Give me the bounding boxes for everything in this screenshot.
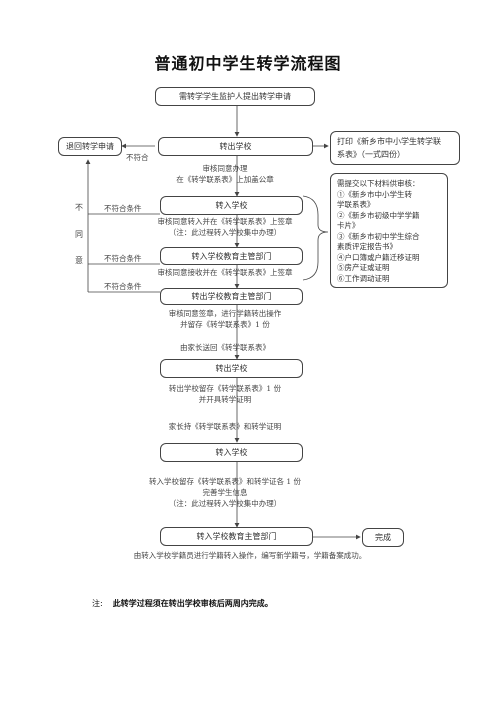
print-form-box: 打印《新乡市中小学生转学联 系表》（一式四份） <box>330 131 460 165</box>
materials-box: 需提交以下材料供审核： ①《新乡市中小学生转 学联系表》 ②《新乡市初级中学学籍… <box>330 173 448 288</box>
step4-line-2: 并留存《转学联系表》1 份 <box>180 320 270 329</box>
not-meet-label-4: 不符合条件 <box>104 282 142 291</box>
transfer-out-bureau-box: 转出学校教育主管部门 <box>160 288 303 305</box>
step8-line-3: （注：此过程转入学校集中办理） <box>168 499 282 508</box>
step1-text: 审核同意办理 在《转学联系表》上加盖公章 <box>150 163 300 185</box>
footnote-text: 此转学过程须在转出学校审核后两周内完成。 <box>112 599 273 608</box>
print-form-line-1: 打印《新乡市中小学生转学联 <box>337 137 441 146</box>
transfer-in-school-box: 转入学校 <box>160 196 303 215</box>
step6-text: 转出学校留存《转学联系表》1 份 并开具转学证明 <box>140 383 310 405</box>
transfer-out-school-box: 转出学校 <box>158 137 313 156</box>
materials-item: ⑤房产证或证明 <box>337 263 390 272</box>
step6-line-1: 转出学校留存《转学联系表》1 份 <box>168 384 282 393</box>
step6-line-2: 并开具转学证明 <box>198 395 252 404</box>
transfer-in-bureau-box-2: 转入学校教育主管部门 <box>160 527 313 546</box>
materials-item: ④户口簿或户籍迁移证明 <box>337 252 420 262</box>
materials-item: ③《新乡市初中学生综合 <box>337 231 420 241</box>
step4-line-1: 审核同意签章，进行学籍转出操作 <box>168 309 282 318</box>
print-form-line-2: 系表》（一式四份） <box>337 150 405 159</box>
step3-text: 审核同意接收并在《转学联系表》上签章 <box>157 268 293 277</box>
step4-text: 审核同意签章，进行学籍转出操作 并留存《转学联系表》1 份 <box>140 308 310 330</box>
complete-box: 完成 <box>362 528 404 547</box>
transfer-in-school-box-2: 转入学校 <box>160 443 303 462</box>
step8-text: 转入学校留存《转学联系表》和转学证各 1 份 完善学生信息 （注：此过程转入学校… <box>120 476 330 509</box>
transfer-in-bureau-box: 转入学校教育主管部门 <box>160 247 303 265</box>
disagree-label-1: 不 <box>75 203 83 212</box>
step9-text: 由转入学校学籍员进行学籍转入操作，编写新学籍号，学籍备案成功。 <box>133 551 367 560</box>
return-application-box: 退回转学申请 <box>58 137 122 156</box>
materials-item: ①《新乡市中小学生转 <box>337 189 412 199</box>
not-meet-label-3: 不符合条件 <box>104 254 142 263</box>
not-meet-label-1: 不符合 <box>126 153 149 162</box>
step2-text: 审核同意转入并在《转学联系表》上签章 （注：此过程转入学校集中办理） <box>140 216 310 238</box>
transfer-out-school-box-2: 转出学校 <box>160 359 303 378</box>
step1-line-1: 审核同意办理 <box>202 164 248 173</box>
not-meet-label-2: 不符合条件 <box>104 204 142 213</box>
materials-item: ②《新乡市初级中学学籍 <box>337 210 420 220</box>
disagree-label-2: 同 <box>75 230 83 239</box>
step5-text: 由家长送回《转学联系表》 <box>180 343 270 352</box>
step8-line-2: 完善学生信息 <box>202 488 248 497</box>
step8-line-1: 转入学校留存《转学联系表》和转学证各 1 份 <box>148 477 302 486</box>
step2-line-1: 审核同意转入并在《转学联系表》上签章 <box>157 217 293 226</box>
materials-heading: 需提交以下材料供审核： <box>337 179 420 188</box>
disagree-label-3: 意 <box>75 256 83 265</box>
materials-item: 学联系表》 <box>337 200 375 209</box>
step7-text: 家长持《转学联系表》和转学证明 <box>168 422 282 431</box>
footnote-label: 注: <box>92 599 103 608</box>
apply-box: 需转学学生监护人提出转学申请 <box>155 87 315 106</box>
page-title: 普通初中学生转学流程图 <box>154 54 342 73</box>
materials-item: 素质评定报告书》 <box>337 242 397 251</box>
materials-item: ⑥工作调动证明 <box>337 273 390 283</box>
step1-line-2: 在《转学联系表》上加盖公章 <box>176 175 274 184</box>
materials-item: 卡片》 <box>337 221 360 230</box>
step2-line-2: （注：此过程转入学校集中办理） <box>168 228 282 237</box>
footnote: 注: 此转学过程须在转出学校审核后两周内完成。 <box>92 598 273 609</box>
